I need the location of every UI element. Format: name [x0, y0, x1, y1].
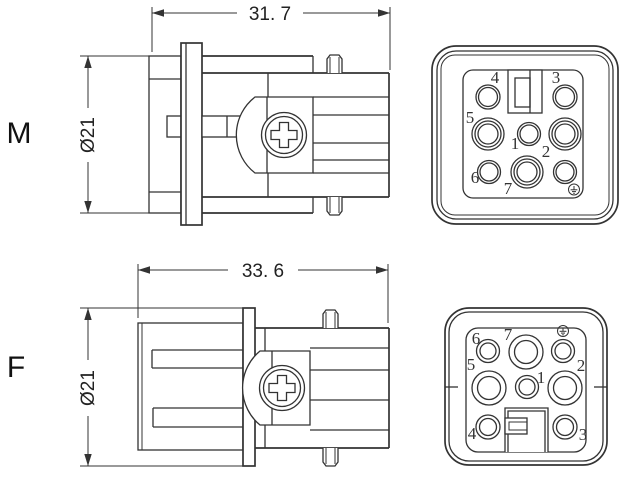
female-pin-label-6: 6 — [472, 329, 481, 348]
male-pin-7 — [510, 155, 544, 189]
female-pin-label-5: 5 — [467, 355, 476, 374]
male-pin-6 — [476, 159, 502, 185]
male-pin-3 — [552, 84, 578, 110]
phillips-screw-icon — [260, 111, 308, 159]
male-pin-label-4: 4 — [491, 68, 500, 87]
male-connector-body — [148, 42, 390, 226]
female-keying-slot — [504, 407, 549, 452]
female-ground-socket — [550, 338, 576, 364]
female-bottom-coding-pin — [322, 448, 339, 467]
male-top-coding-pin — [326, 54, 343, 73]
dim-arrow-up — [84, 308, 92, 320]
earth-icon — [557, 325, 569, 337]
male-pin-1 — [516, 121, 542, 147]
male-side-view: 31. 7 Ø21 — [7, 4, 391, 226]
female-length-dimension: 33. 6 — [137, 261, 389, 323]
phillips-screw-icon — [258, 364, 306, 412]
dim-arrow-left — [152, 9, 164, 17]
male-pin-5 — [471, 117, 505, 151]
male-pin-label-5: 5 — [466, 108, 475, 127]
male-pin-2 — [548, 117, 582, 151]
male-pin-label-6: 6 — [471, 168, 480, 187]
earth-icon — [568, 183, 580, 196]
male-keying-post — [507, 69, 543, 114]
male-pin-label-2: 2 — [542, 142, 551, 161]
dim-arrow-down — [84, 201, 92, 213]
female-socket-5 — [471, 370, 507, 406]
dim-arrow-right — [378, 9, 390, 17]
male-diameter-dimension: Ø21 — [78, 55, 150, 214]
male-pin-label-7: 7 — [504, 179, 513, 198]
male-label: M — [7, 117, 32, 150]
male-pin-label-3: 3 — [552, 68, 561, 87]
male-pin-4 — [475, 84, 501, 110]
female-pin-label-7: 7 — [504, 325, 513, 344]
dim-arrow-left — [138, 266, 150, 274]
female-socket-6 — [475, 338, 501, 364]
female-socket-3 — [552, 414, 578, 440]
male-length-value: 31. 7 — [249, 4, 291, 25]
male-flange — [180, 42, 203, 226]
female-top-coding-pin — [322, 309, 339, 328]
female-pin-label-2: 2 — [577, 356, 586, 375]
female-length-value: 33. 6 — [242, 261, 284, 282]
female-side-view: 33. 6 Ø21 — [7, 261, 390, 467]
dim-arrow-up — [84, 56, 92, 68]
female-pin-label-3: 3 — [579, 425, 588, 444]
male-bottom-coding-pin — [326, 197, 343, 216]
male-pin-label-1: 1 — [511, 134, 520, 153]
female-diameter-dimension: Ø21 — [78, 307, 243, 467]
dim-arrow-down — [84, 454, 92, 466]
male-diameter-value: Ø21 — [78, 117, 99, 153]
male-shell-outer — [431, 45, 619, 225]
female-pin-label-4: 4 — [468, 424, 477, 443]
female-socket-7 — [508, 334, 544, 370]
male-face-view: 4 3 5 1 2 6 7 — [431, 45, 619, 225]
male-ground-pin — [552, 159, 578, 185]
female-face-view: 6 7 5 1 2 4 3 — [444, 307, 608, 466]
female-pin-label-1: 1 — [537, 368, 546, 387]
female-label: F — [7, 351, 25, 384]
female-socket-4 — [475, 414, 501, 440]
female-diameter-value: Ø21 — [78, 370, 99, 406]
female-connector-body — [137, 307, 390, 467]
female-socket-2 — [547, 370, 583, 406]
male-length-dimension: 31. 7 — [151, 4, 391, 70]
female-socket-1 — [514, 374, 540, 400]
dim-arrow-right — [376, 266, 388, 274]
